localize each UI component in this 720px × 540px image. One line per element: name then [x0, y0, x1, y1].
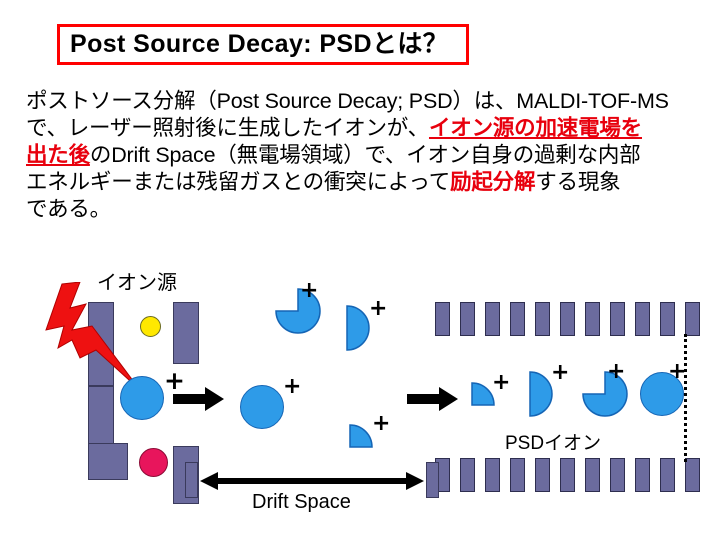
charge-plus-sign: + — [492, 370, 511, 395]
paragraph-line-3: 出た後のDrift Space（無電場領域）で、イオン自身の過剰な内部 — [26, 142, 710, 169]
charge-plus-sign: + — [668, 359, 687, 384]
reflectron-plate — [610, 458, 625, 492]
ion-source-right-electrode-upper — [173, 302, 199, 364]
full-ion-drift — [240, 385, 284, 429]
reflectron-plate — [460, 458, 475, 492]
reflectron-plate — [510, 458, 525, 492]
charge-plus-sign: + — [607, 359, 626, 384]
reflectron-plate — [685, 302, 700, 336]
paragraph-line-1: ポストソース分解（Post Source Decay; PSD）は、MALDI-… — [26, 88, 710, 115]
quarter-fragment-drift — [349, 424, 373, 448]
charge-plus-sign: + — [369, 296, 388, 321]
highlight-text-run: イオン源の加速電場を — [428, 116, 642, 140]
anion-particle-pink — [139, 448, 168, 477]
ion-source-left-electrode-step — [88, 443, 128, 480]
reflectron-plate — [585, 302, 600, 336]
text-run: で、レーザー照射後に生成したイオンが、 — [26, 116, 429, 140]
pacman-fragment-drift — [275, 288, 321, 334]
half-fragment-psd — [529, 371, 553, 417]
drift-space-right-marker — [426, 462, 439, 498]
reflectron-plate — [685, 458, 700, 492]
reflectron-plate — [560, 458, 575, 492]
charge-plus-sign: + — [164, 366, 185, 395]
reflectron-plate — [635, 302, 650, 336]
text-run: のDrift Space（無電場領域）で、イオン自身の過剰な内部 — [89, 143, 641, 167]
text-run: である。 — [26, 197, 111, 221]
charge-plus-sign: + — [372, 411, 391, 436]
label-drift-space: Drift Space — [252, 491, 351, 513]
drift-to-reflectron-arrow — [407, 386, 459, 412]
drift-space-measure-arrow — [200, 470, 424, 492]
highlight-text-run: 励起分解 — [450, 170, 536, 194]
reflectron-plate — [485, 458, 500, 492]
detector-dotted-line — [684, 334, 687, 462]
reflectron-plate — [660, 302, 675, 336]
reflectron-plate — [560, 302, 575, 336]
reflectron-plate — [510, 302, 525, 336]
title-box: Post Source Decay: PSDとは？ — [57, 24, 469, 65]
page-title: Post Source Decay: PSDとは？ — [70, 30, 449, 58]
text-run: する現象 — [535, 170, 621, 194]
laser-bolt-icon — [36, 281, 166, 402]
quarter-fragment-psd — [471, 382, 495, 406]
charge-plus-sign: + — [283, 374, 302, 399]
description-paragraph: ポストソース分解（Post Source Decay; PSD）は、MALDI-… — [26, 88, 710, 223]
neutral-particle-yellow — [140, 316, 161, 337]
reflectron-plate — [660, 458, 675, 492]
text-run: ポストソース分解（Post Source Decay; PSD）は、MALDI-… — [26, 89, 669, 113]
full-ion-psd — [640, 372, 684, 416]
pacman-fragment-psd — [582, 371, 628, 417]
psd-diagram: イオン源 + — [0, 258, 720, 540]
reflectron-plate — [635, 458, 650, 492]
reflectron-plate — [535, 302, 550, 336]
paragraph-line-5: である。 — [26, 196, 710, 223]
charge-plus-sign: + — [551, 360, 570, 385]
charge-plus-sign: + — [300, 278, 319, 303]
reflectron-plate — [460, 302, 475, 336]
drift-space-left-marker — [185, 462, 198, 498]
highlight-text-run: 出た後 — [26, 143, 90, 167]
reflectron-plate — [435, 302, 450, 336]
ion-exit-arrow — [173, 386, 225, 412]
reflectron-plate — [535, 458, 550, 492]
half-fragment-drift — [346, 305, 370, 351]
precursor-ion — [120, 376, 164, 420]
reflectron-plate — [585, 458, 600, 492]
label-psd-ion: PSDイオン — [505, 433, 602, 454]
paragraph-line-2: で、レーザー照射後に生成したイオンが、イオン源の加速電場を — [26, 115, 710, 142]
label-ion-source: イオン源 — [97, 272, 177, 294]
reflectron-plate — [610, 302, 625, 336]
paragraph-line-4: エネルギーまたは残留ガスとの衝突によって励起分解する現象 — [26, 169, 710, 196]
reflectron-plate — [485, 302, 500, 336]
text-run: エネルギーまたは残留ガスとの衝突によって — [26, 170, 451, 194]
